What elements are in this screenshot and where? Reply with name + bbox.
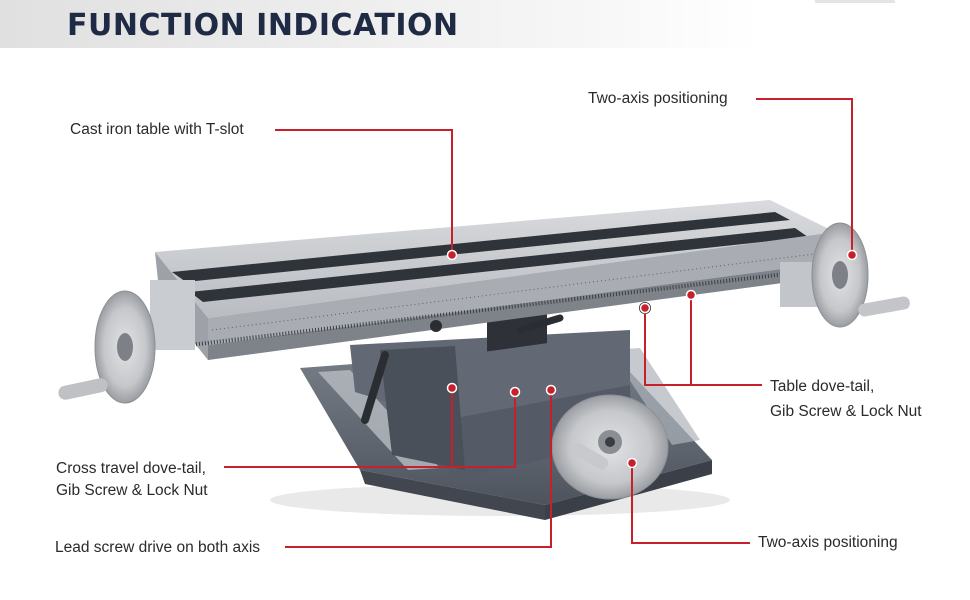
- right-handwheel: [811, 222, 910, 328]
- page-title: FUNCTION INDICATION: [67, 8, 459, 43]
- end-block-left: [150, 280, 195, 350]
- marker-dot: [626, 457, 638, 469]
- marker-dot: [846, 249, 858, 261]
- front-handwheel: [551, 394, 669, 500]
- marker-dot: [639, 302, 651, 314]
- callout-cast-iron-table: Cast iron table with T-slot: [70, 121, 244, 138]
- callout-cross-travel-line1: Cross travel dove-tail,: [56, 460, 206, 477]
- leader-cross-travel-1: [224, 393, 516, 468]
- callout-table-dovetail-line2: Gib Screw & Lock Nut: [770, 403, 922, 420]
- callout-table-dovetail-line1: Table dove-tail,: [770, 378, 875, 395]
- cross-lock-lever: [361, 351, 389, 424]
- callout-lead-screw: Lead screw drive on both axis: [55, 539, 261, 556]
- callout-cross-travel-line2: Gib Screw & Lock Nut: [56, 482, 208, 499]
- leader-cast-iron-table: [275, 129, 453, 253]
- marker-dot: [545, 384, 557, 396]
- leader-lead-screw: [285, 390, 552, 548]
- marker-dot: [685, 289, 697, 301]
- leader-two-axis-top: [756, 98, 853, 253]
- header-band: [0, 0, 760, 48]
- callout-two-axis-positioning-bottom: Two-axis positioning: [758, 534, 898, 551]
- gib-screw: [430, 320, 442, 332]
- top-divider: [815, 0, 895, 3]
- left-handwheel: [58, 290, 156, 404]
- callout-two-axis-positioning-top: Two-axis positioning: [588, 90, 728, 107]
- leader-two-axis-bottom: [631, 463, 750, 544]
- lock-lever: [516, 314, 564, 334]
- cast-iron-table: [155, 200, 836, 360]
- marker-dot: [446, 249, 458, 261]
- leader-table-dovetail-1: [644, 310, 762, 386]
- marker-dot: [509, 386, 521, 398]
- marker-dot: [446, 382, 458, 394]
